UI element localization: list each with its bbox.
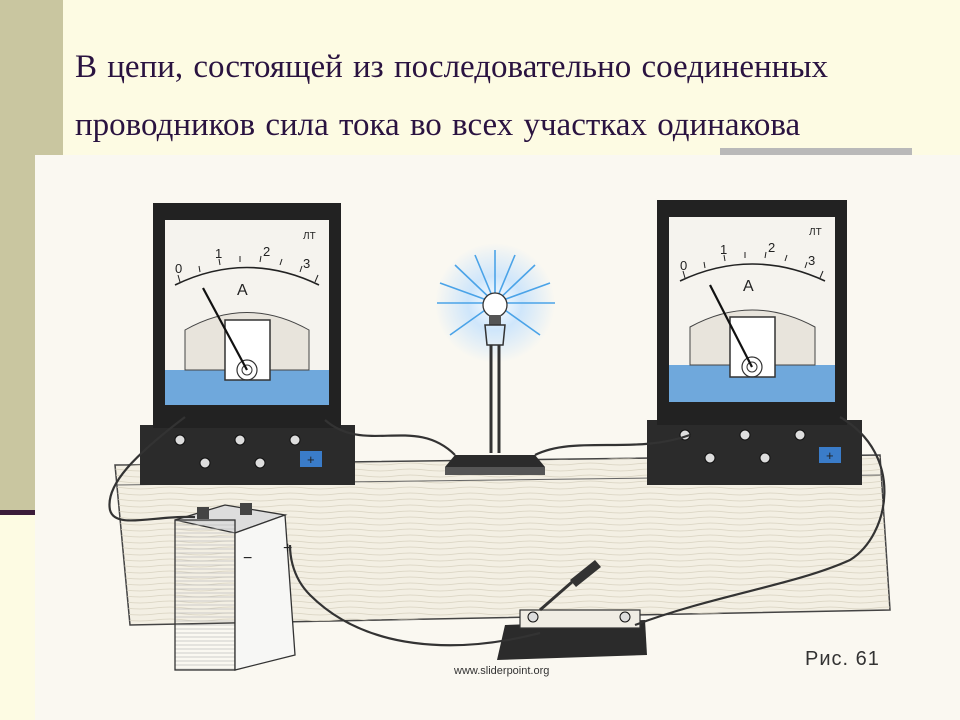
slide-title: В цепи, состоящей из последовательно сое… xyxy=(75,38,945,154)
right-accent-rule xyxy=(720,148,912,155)
ammeter-right-coil xyxy=(729,316,776,378)
ammeter-left-unit: А xyxy=(237,282,248,299)
ammeter-right-scale-2: 2 xyxy=(768,240,775,255)
ammeter-right-terminal-sign: + xyxy=(826,448,834,463)
circuit-illustration: 0 1 2 3 А ЛТ + xyxy=(35,155,960,720)
ammeter-left-coil xyxy=(224,319,271,381)
ammeter-left-scale-3: 3 xyxy=(303,256,310,271)
left-accent-rule xyxy=(0,510,35,515)
ammeter-right-corner-mark: ЛТ xyxy=(809,227,822,238)
wooden-board xyxy=(114,454,891,626)
ammeter-left-needle xyxy=(202,287,248,371)
ammeter-left-base xyxy=(140,425,355,485)
ammeter-right: 0 1 2 3 А ЛТ + xyxy=(647,200,862,485)
ammeter-right-unit: А xyxy=(743,278,754,295)
battery-plus-sign: + xyxy=(283,540,292,557)
ammeter-left-scale-0: 0 xyxy=(175,261,182,276)
ammeter-right-plus-terminal xyxy=(819,447,841,463)
ammeter-right-scale-1: 1 xyxy=(720,242,727,257)
ammeter-left-corner-mark: ЛТ xyxy=(303,231,316,242)
figure-caption: Рис. 61 xyxy=(805,648,880,670)
circuit-wires xyxy=(108,416,886,647)
ammeter-right-scale-3: 3 xyxy=(808,253,815,268)
ammeter-right-scale-0: 0 xyxy=(680,258,687,273)
light-bulb-icon xyxy=(435,243,555,363)
ammeter-left-plus-terminal xyxy=(300,451,322,467)
lamp-stand xyxy=(445,324,545,475)
ammeter-left-scale-2: 2 xyxy=(263,244,270,259)
slide-title-line-2: проводников сила тока во всех участках о… xyxy=(75,107,801,143)
battery-minus-sign: − xyxy=(243,550,252,567)
ammeter-left-scale-1: 1 xyxy=(215,246,222,261)
knife-switch-icon xyxy=(497,560,647,660)
battery-icon: − + xyxy=(174,503,296,671)
ammeter-left: 0 1 2 3 А ЛТ + xyxy=(140,203,355,485)
watermark: www.sliderpoint.org xyxy=(453,665,549,677)
ammeter-left-terminal-sign: + xyxy=(307,452,315,467)
slide-title-line-1: В цепи, состоящей из последовательно сое… xyxy=(75,49,828,85)
ammeter-right-needle xyxy=(709,284,753,368)
